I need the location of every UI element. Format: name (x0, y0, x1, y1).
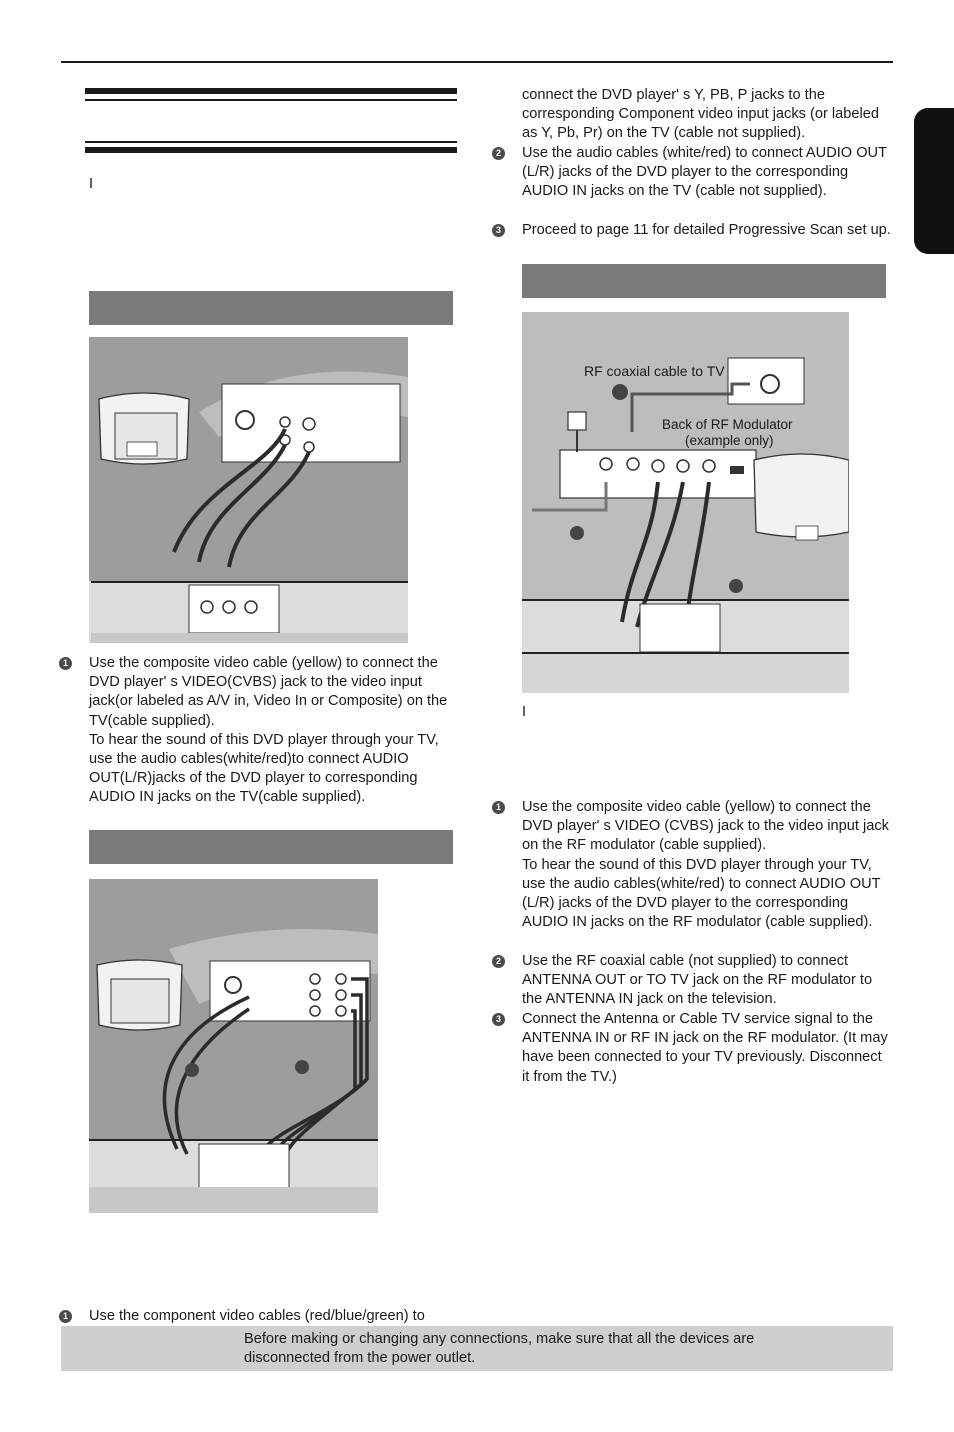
rf-diagram: RF coaxial cable to TV Back of RF Modula… (522, 312, 850, 693)
intro-text: I (89, 176, 94, 192)
step-number-badge: 1 (492, 801, 505, 814)
composite-step-1: 1 Use the composite video cable (yellow)… (58, 654, 448, 808)
composite-diagram-svg (89, 337, 408, 643)
step-text: Proceed to page 11 for detailed Progress… (522, 222, 891, 238)
title-rule-thick (85, 88, 457, 94)
component-diagram (89, 879, 378, 1213)
tv-rear-icon (98, 392, 190, 465)
caution-note-text: Before making or changing any connection… (244, 1331, 755, 1367)
component-heading-bar (89, 830, 453, 864)
tv-rear-icon (96, 959, 183, 1031)
tv-rear-icon (753, 453, 850, 541)
step-extra-text: To hear the sound of this DVD player thr… (522, 856, 881, 931)
rf-step-1: 1 Use the composite video cable (yellow)… (491, 798, 891, 932)
step-number-badge: 2 (492, 147, 505, 160)
step-text: Use the composite video cable (yellow) t… (522, 799, 889, 854)
step-extra-text: To hear the sound of this DVD player thr… (89, 731, 439, 806)
step-number-badge: 3 (492, 1013, 505, 1026)
composite-diagram (89, 337, 408, 643)
step-text: Use the audio cables (white/red) to conn… (522, 145, 887, 200)
step-number-badge: 1 (59, 657, 72, 670)
rf-step-3: 3 Connect the Antenna or Cable TV servic… (491, 1010, 891, 1087)
step-text: Use the RF coaxial cable (not supplied) … (522, 953, 873, 1008)
composite-heading-bar (89, 291, 453, 325)
component-step-3: 3 Proceed to page 11 for detailed Progre… (491, 221, 891, 240)
rf-intro-text: I (522, 704, 527, 720)
rf-coax-label: RF coaxial cable to TV (584, 363, 725, 379)
rf-step-2: 2 Use the RF coaxial cable (not supplied… (491, 952, 891, 1010)
caution-note-box: Before making or changing any connection… (61, 1326, 893, 1371)
component-step-1-start: 1 Use the component video cables (red/bl… (58, 1307, 478, 1326)
title-rule-thin (85, 99, 457, 101)
component-step-2: 2 Use the audio cables (white/red) to co… (491, 144, 891, 202)
title-rule-thin-2 (85, 141, 457, 143)
rf-back-label-1: Back of RF Modulator (662, 417, 793, 432)
top-rule (61, 61, 893, 63)
step-number-badge: 1 (59, 1310, 72, 1323)
component-diagram-svg (89, 879, 378, 1213)
rf-heading-bar (522, 264, 886, 298)
rf-diagram-svg: RF coaxial cable to TV Back of RF Modula… (522, 312, 850, 693)
component-step-1-cont: connect the DVD player' s Y, PB, P jacks… (522, 87, 879, 142)
rf-back-label-2: (example only) (685, 433, 774, 448)
step-text: Use the component video cables (red/blue… (89, 1308, 425, 1324)
step-text: Connect the Antenna or Cable TV service … (522, 1011, 888, 1085)
language-tab (914, 108, 954, 254)
step-number-badge: 3 (492, 224, 505, 237)
step-text: Use the composite video cable (yellow) t… (89, 655, 448, 729)
step-number-badge: 2 (492, 955, 505, 968)
title-rule-thick-2 (85, 147, 457, 153)
